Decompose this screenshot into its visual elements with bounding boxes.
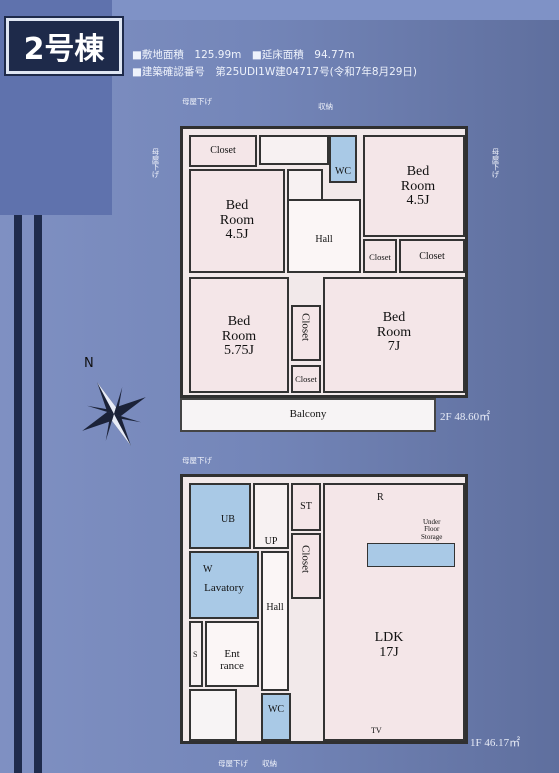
top-band bbox=[112, 0, 559, 20]
unit-bath: UB bbox=[189, 483, 251, 549]
bed-room-sw: Bed Room 5.75J bbox=[189, 277, 289, 393]
closet-vertical-2f: Closet bbox=[291, 305, 321, 361]
downspout-label-2f-top: 母屋下げ bbox=[182, 97, 212, 106]
left-stripe-1 bbox=[14, 210, 22, 773]
balcony: Balcony bbox=[180, 398, 436, 432]
storage-label-1f: 収納 bbox=[262, 759, 277, 768]
compass-rose-icon bbox=[82, 382, 146, 446]
north-label: N bbox=[84, 356, 94, 371]
closet-top: Closet bbox=[189, 135, 257, 167]
storage-label-2f: 収納 bbox=[318, 102, 333, 111]
downspout-label-2f-right: 母屋下げ bbox=[491, 148, 500, 178]
storage-st: ST bbox=[291, 483, 321, 531]
bed-room-ne: Bed Room 4.5J bbox=[363, 135, 465, 237]
entrance: Ent rance bbox=[205, 621, 259, 687]
closet-small-2f: Closet bbox=[363, 239, 397, 273]
wc-1f: WC bbox=[261, 693, 291, 741]
downspout-label-1f: 母屋下げ bbox=[182, 456, 212, 465]
floor-2-area: 2F 48.60㎡ bbox=[440, 411, 491, 423]
stairs-up: UP bbox=[253, 483, 289, 549]
bed-room-nw: Bed Room 4.5J bbox=[189, 169, 285, 273]
area-info: ■敷地面積 125.99m ■延床面積 94.77m bbox=[132, 49, 355, 61]
kitchen-counter bbox=[367, 543, 455, 567]
building-badge: 2号棟 bbox=[6, 18, 122, 74]
wc-2f: WC bbox=[329, 135, 357, 183]
permit-info: ■建築確認番号 第25UDI1W建04717号(令和7年8月29日) bbox=[132, 66, 418, 78]
downspout-label-2f-left: 母屋下げ bbox=[151, 148, 160, 178]
entrance-porch bbox=[189, 689, 237, 741]
hall-2f: Hall bbox=[287, 199, 361, 273]
ldk: R Under Floor Storage LDK 17J TV bbox=[323, 483, 465, 741]
closet-mid-2f: Closet bbox=[399, 239, 465, 273]
stairs-2f bbox=[259, 135, 329, 165]
left-stripe-2 bbox=[34, 210, 42, 773]
storage-s: S bbox=[189, 621, 203, 687]
hall-1f: Hall bbox=[261, 551, 289, 691]
compass: N bbox=[76, 356, 156, 456]
downspout-label-1f-bottom: 母屋下げ bbox=[218, 759, 248, 768]
closet-1f: Closet bbox=[291, 533, 321, 599]
floor-1-area: 1F 46.17㎡ bbox=[470, 737, 521, 749]
bed-room-se: Bed Room 7J bbox=[323, 277, 465, 393]
floor-2-plan: Closet WC Bed Room 4.5J Bed Room 4.5J DN… bbox=[180, 126, 468, 398]
closet-lower-2f: Closet bbox=[291, 365, 321, 393]
